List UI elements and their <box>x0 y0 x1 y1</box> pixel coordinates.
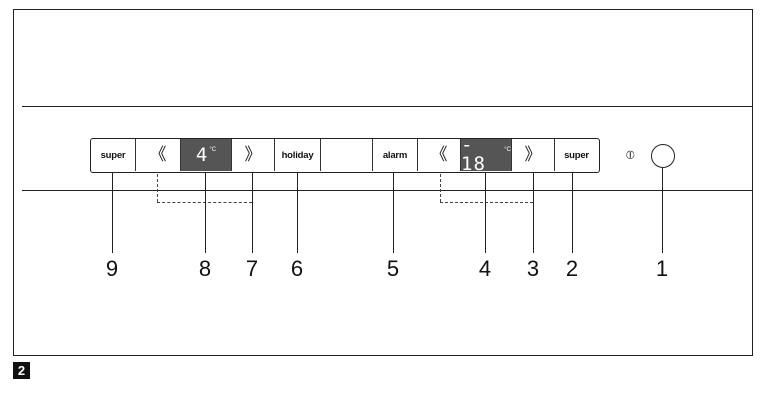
alarm-button[interactable]: alarm <box>373 139 418 171</box>
callout-7: 7 <box>245 256 259 281</box>
freezer-temp-display: - 18 °C <box>461 134 512 175</box>
freezer-temp-up-button[interactable]: 》 <box>512 139 555 171</box>
callout-4: 4 <box>478 256 492 281</box>
leader-1 <box>662 168 663 253</box>
left-bracket-dash <box>157 174 158 202</box>
right-bracket-dash-h <box>440 202 533 203</box>
figure-number-badge: 2 <box>13 362 30 379</box>
chevron-right-icon: 》 <box>524 144 542 165</box>
leader-2 <box>572 173 573 253</box>
leader-3 <box>533 173 534 253</box>
callout-5: 5 <box>386 256 400 281</box>
leader-4 <box>485 173 486 253</box>
holiday-button[interactable]: holiday <box>275 139 321 171</box>
left-bracket-dash-h <box>157 202 252 203</box>
leader-5 <box>393 173 394 253</box>
callout-8: 8 <box>198 256 212 281</box>
callout-6: 6 <box>290 256 304 281</box>
freezer-temp-unit: °C <box>504 147 511 153</box>
leader-6 <box>297 173 298 253</box>
leader-8 <box>205 173 206 253</box>
fridge-temp-display: 4 °C <box>181 139 232 171</box>
fridge-temp-value: 4 <box>195 143 209 166</box>
leader-9 <box>112 173 113 253</box>
right-bracket-dash <box>440 174 441 202</box>
super-right-label: super <box>564 149 589 161</box>
blank-panel-segment <box>321 139 373 171</box>
callout-2: 2 <box>565 256 579 281</box>
alarm-label: alarm <box>382 149 408 161</box>
figure-frame <box>13 9 753 356</box>
super-button-right[interactable]: super <box>555 139 598 171</box>
leader-7 <box>252 173 253 253</box>
freezer-temp-down-button[interactable]: 《 <box>418 139 461 171</box>
lower-divider-line <box>22 190 752 191</box>
callout-9: 9 <box>105 256 119 281</box>
fridge-temp-down-button[interactable]: 《 <box>136 139 181 171</box>
super-left-label: super <box>100 149 126 161</box>
fridge-temp-up-button[interactable]: 》 <box>232 139 275 171</box>
super-button-left[interactable]: super <box>91 139 136 171</box>
control-panel: super 《 4 °C 》 holiday alarm 《 - 18 °C 》… <box>90 134 600 175</box>
upper-divider-line <box>22 106 752 107</box>
power-symbol-icon: ⦶ <box>626 148 635 162</box>
chevron-left-icon: 《 <box>149 144 167 165</box>
holiday-label: holiday <box>281 149 314 161</box>
chevron-left-icon: 《 <box>430 144 448 165</box>
power-button[interactable] <box>651 144 675 168</box>
callout-1: 1 <box>655 256 669 281</box>
callout-3: 3 <box>526 256 540 281</box>
chevron-right-icon: 》 <box>244 144 262 165</box>
fridge-temp-unit: °C <box>209 147 217 153</box>
freezer-temp-value: - 18 <box>461 134 486 175</box>
